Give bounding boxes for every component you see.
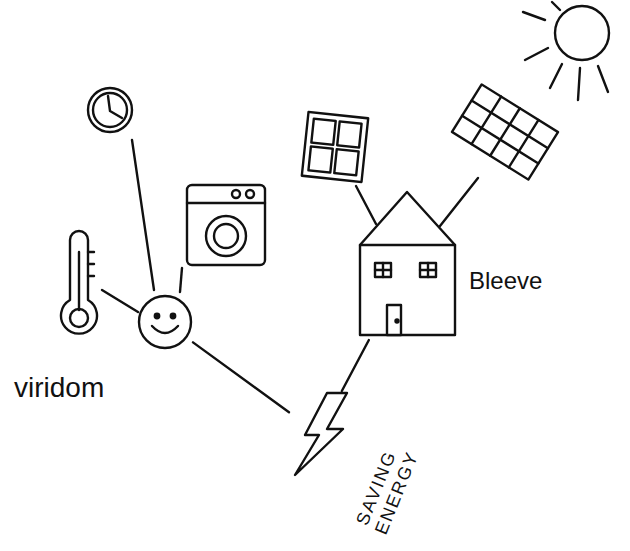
sketch-stroke xyxy=(214,224,238,248)
window-panel xyxy=(302,112,368,182)
sketch-stroke xyxy=(337,121,361,147)
sketch-stroke xyxy=(523,12,545,20)
sketch-stroke xyxy=(598,66,608,92)
eye xyxy=(171,314,175,318)
house-outline xyxy=(360,192,455,335)
sun xyxy=(523,2,609,100)
lightning-bolt xyxy=(295,393,347,475)
sketch-stroke xyxy=(232,190,240,198)
house-window xyxy=(375,263,391,277)
sketch-stroke xyxy=(550,64,562,88)
sketch-stroke xyxy=(552,2,560,10)
node-shape xyxy=(289,391,349,477)
sketch-stroke xyxy=(88,263,94,265)
washing-machine xyxy=(187,185,265,265)
clock xyxy=(88,88,132,132)
sketch-stroke xyxy=(88,251,94,253)
sketch-stroke xyxy=(88,275,94,277)
window-wire xyxy=(356,186,376,224)
solar-panel xyxy=(452,84,558,179)
sketch-stroke xyxy=(187,202,265,204)
house-node: Bleeve xyxy=(355,185,546,345)
sketch-stroke xyxy=(462,116,538,164)
connector-line xyxy=(342,340,369,391)
node-shape xyxy=(355,185,465,340)
window-bar xyxy=(420,269,436,271)
clock-wire xyxy=(132,140,154,290)
house-window xyxy=(420,263,436,277)
thermometer xyxy=(61,231,97,334)
sketch-stroke xyxy=(88,88,132,132)
sketch-stroke xyxy=(78,252,80,310)
connector-line xyxy=(193,342,289,412)
door-knob xyxy=(396,320,399,323)
sketch-stroke xyxy=(472,101,548,149)
person-node: viridom xyxy=(10,288,225,423)
machine-wire xyxy=(180,268,182,292)
sketch-stroke xyxy=(187,185,265,265)
thermometer-wire xyxy=(102,290,138,312)
sketch-stroke xyxy=(311,119,335,145)
node-shape xyxy=(137,294,193,350)
sketch-stroke xyxy=(525,48,548,60)
face-outline xyxy=(139,296,191,348)
sketch-stroke xyxy=(452,84,558,179)
node-label: viridom xyxy=(14,372,104,404)
sketch-stroke xyxy=(308,146,332,172)
smile xyxy=(152,326,178,333)
energy-node: SAVING ENERGY xyxy=(285,385,435,545)
sketch-stroke xyxy=(246,190,254,198)
sketch-stroke xyxy=(578,68,580,100)
sketch-stroke xyxy=(70,309,88,327)
sketch-stroke xyxy=(61,231,97,334)
window-bar xyxy=(375,269,391,271)
eye xyxy=(155,314,159,318)
house-line xyxy=(360,244,455,246)
sketch-stroke xyxy=(206,216,246,256)
node-label: Bleeve xyxy=(469,267,542,295)
sketch-stroke xyxy=(93,93,127,127)
sketch-stroke xyxy=(302,112,368,182)
panel-wire xyxy=(440,178,478,226)
sketch-stroke xyxy=(108,96,122,118)
house-door xyxy=(387,305,401,335)
sketch-stroke xyxy=(555,6,609,60)
node-label: SAVING ENERGY xyxy=(351,446,420,538)
sketch-stroke xyxy=(334,149,358,175)
